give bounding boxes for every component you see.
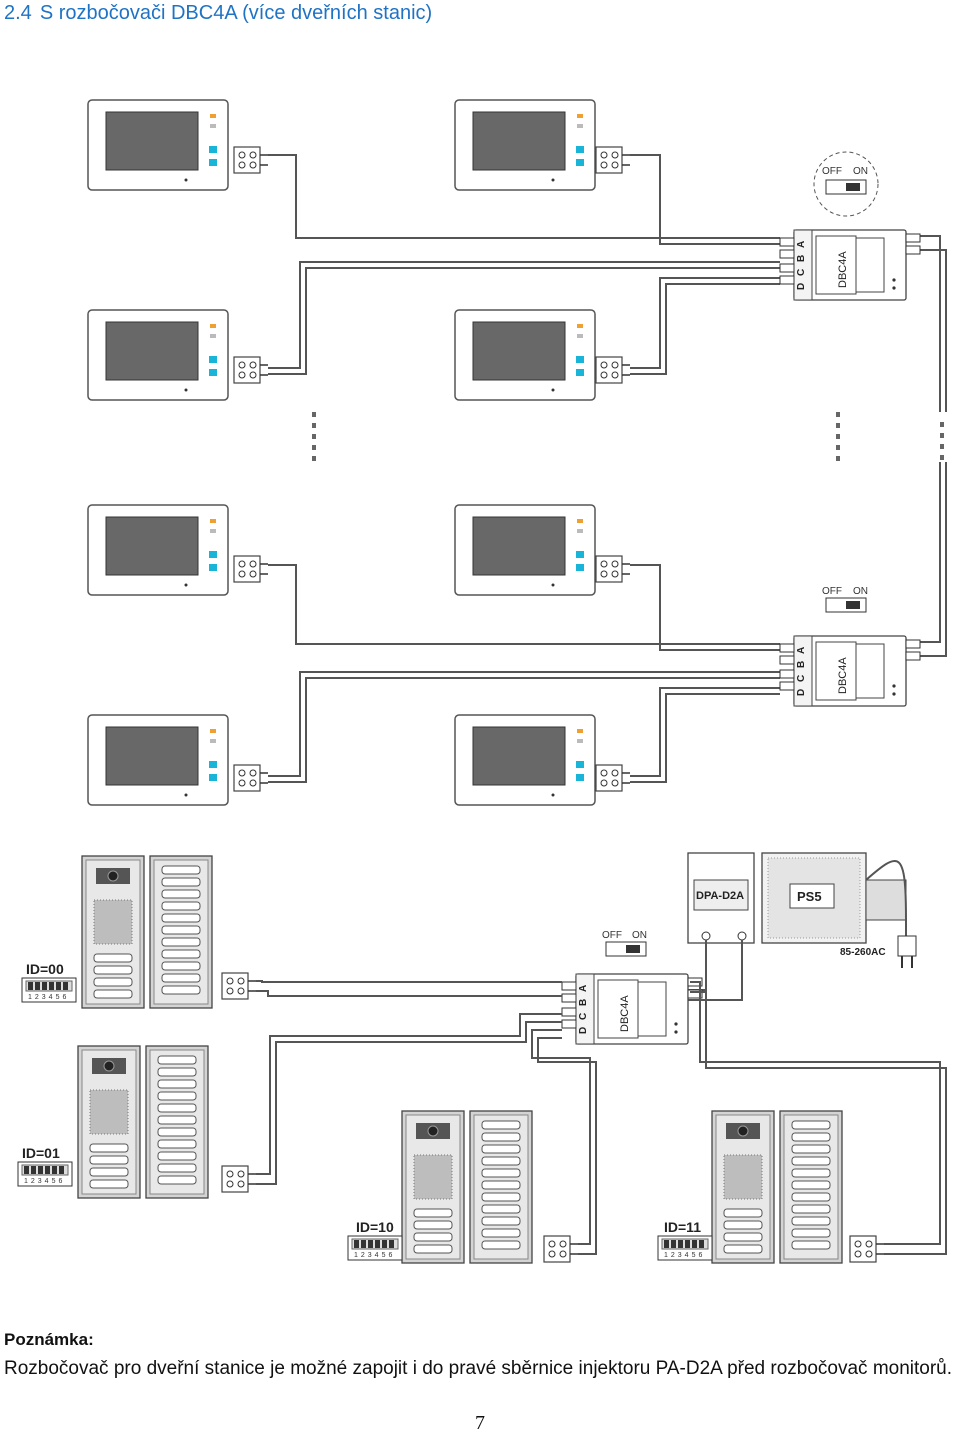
monitor-1-terminal bbox=[233, 146, 269, 174]
monitor-6-terminal bbox=[595, 555, 631, 583]
switch-detail-top bbox=[813, 151, 879, 217]
monitor-8 bbox=[454, 714, 596, 806]
door-terminal-id10 bbox=[543, 1235, 579, 1263]
bus-wires-door bbox=[256, 980, 947, 1255]
door-terminal-id01 bbox=[221, 1165, 257, 1193]
power-supply-ps5 bbox=[761, 852, 907, 944]
monitor-7-terminal bbox=[233, 764, 269, 792]
page-number: 7 bbox=[475, 1412, 485, 1434]
monitor-3 bbox=[87, 309, 229, 401]
continuation-markers bbox=[312, 412, 944, 462]
switch-bottom bbox=[605, 941, 647, 957]
door-station-id10 bbox=[401, 1110, 533, 1264]
door-station-id11 bbox=[711, 1110, 843, 1264]
monitor-3-terminal bbox=[233, 356, 269, 384]
switch-middle bbox=[825, 597, 867, 613]
monitor-2-terminal bbox=[595, 146, 631, 174]
dip-switch-id00 bbox=[21, 977, 77, 1003]
mains-plug-icon bbox=[897, 935, 917, 968]
monitor-5 bbox=[87, 504, 229, 596]
splitter-middle bbox=[779, 635, 921, 707]
note-title: Poznámka: bbox=[4, 1330, 94, 1349]
bus-wires-top bbox=[268, 154, 947, 412]
door-terminal-id11 bbox=[849, 1235, 885, 1263]
section-number: 2.4 bbox=[4, 2, 32, 24]
door-station-id00 bbox=[81, 855, 213, 1009]
splitter-top bbox=[779, 229, 921, 301]
splitter-bottom bbox=[561, 973, 703, 1045]
section-title: S rozbočovači DBC4A (více dveřních stani… bbox=[39, 2, 433, 24]
monitor-8-terminal bbox=[595, 764, 631, 792]
monitor-6 bbox=[454, 504, 596, 596]
monitor-4-terminal bbox=[595, 356, 631, 384]
monitor-4 bbox=[454, 309, 596, 401]
dip-switch-id10 bbox=[347, 1235, 403, 1261]
section-heading: 2.4 S rozbočovači DBC4A (více dveřních st… bbox=[4, 2, 432, 25]
monitor-2 bbox=[454, 99, 596, 191]
injector-dpa-d2a bbox=[687, 852, 755, 944]
dip-switch-id01 bbox=[17, 1161, 73, 1187]
monitor-7 bbox=[87, 714, 229, 806]
monitor-1 bbox=[87, 99, 229, 191]
dip-switch-id11 bbox=[657, 1235, 713, 1261]
wiring-diagram bbox=[17, 99, 947, 1264]
door-terminal-id00 bbox=[221, 972, 257, 1000]
door-station-id01 bbox=[77, 1045, 209, 1199]
monitor-5-terminal bbox=[233, 555, 269, 583]
bus-wires-middle bbox=[268, 462, 947, 783]
note-text: Rozbočovač pro dveřní stanice je možné z… bbox=[4, 1358, 953, 1379]
